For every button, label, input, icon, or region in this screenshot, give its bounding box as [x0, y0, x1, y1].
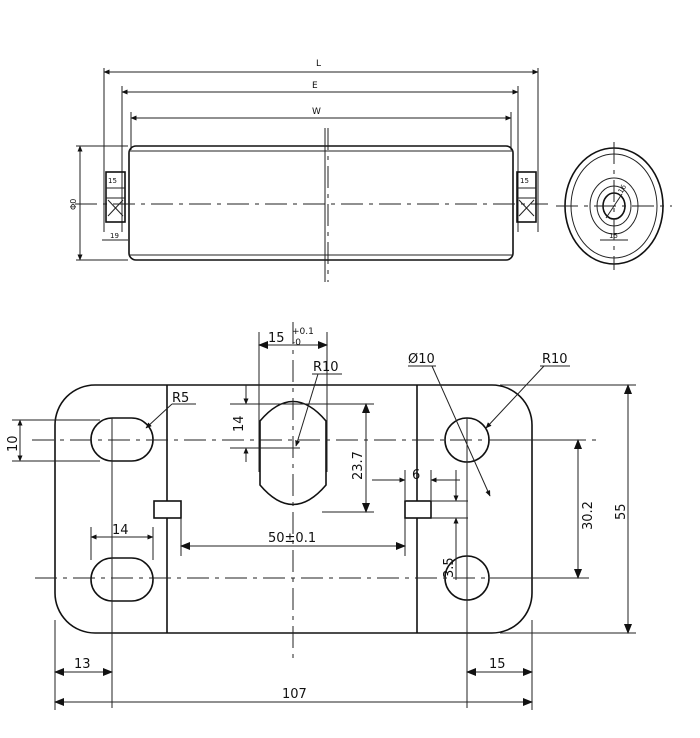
dim-55: 55	[614, 503, 629, 520]
end-view-small-label: 15	[609, 232, 618, 240]
bracket-plate-view: 15 +0.1 -0 R10 14 23.7 R5 10 14	[6, 322, 636, 710]
dim-slot-tol-lower: -0	[292, 338, 301, 348]
roller-tube	[128, 145, 514, 261]
dim-50: 50±0.1	[268, 531, 316, 546]
dim-15: 15	[489, 657, 506, 672]
dim-W: W	[312, 107, 321, 117]
dim-3-5: 3.5	[442, 557, 457, 578]
dim-diameter: Φ0	[69, 199, 78, 210]
dim-30-2: 30.2	[581, 501, 596, 530]
dim-6: 6	[412, 468, 420, 483]
dim-hole-diameter: Ø10	[408, 352, 435, 367]
dim-R10-center: R10	[313, 360, 339, 375]
dim-L: L	[316, 59, 321, 69]
dim-E: E	[312, 81, 318, 91]
dim-left-shaft: 15	[108, 177, 117, 185]
dim-10: 10	[6, 435, 21, 452]
left-slot-bottom	[90, 557, 154, 602]
right-shaft-block	[516, 171, 537, 223]
dim-23-7: 23.7	[351, 451, 366, 480]
right-tab	[404, 500, 432, 519]
dim-107: 107	[282, 687, 307, 702]
left-tab	[153, 500, 182, 519]
dim-14-horizontal: 14	[112, 523, 129, 538]
dim-slot-width: 15	[268, 331, 285, 346]
dim-right-shaft: 15	[520, 177, 529, 185]
roller-end-view: 16 15	[556, 142, 672, 270]
dim-R5: R5	[172, 391, 189, 406]
dim-14-vertical: 14	[232, 415, 247, 432]
dim-slot-tol-upper: +0.1	[292, 327, 314, 337]
roller-side-view: L E W 15 19 15	[69, 59, 548, 282]
dim-left-bottom: 19	[110, 232, 119, 240]
dim-R10-right: R10	[542, 352, 568, 367]
left-shaft-block	[105, 171, 126, 223]
dim-13: 13	[74, 657, 91, 672]
end-view-label: 16	[617, 183, 629, 195]
